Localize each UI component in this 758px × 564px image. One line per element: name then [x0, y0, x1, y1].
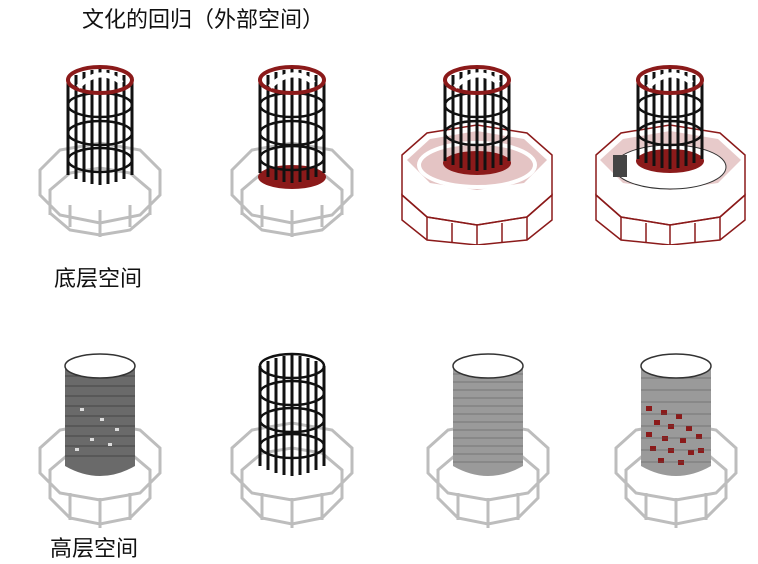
tower-model-6 — [222, 348, 362, 533]
section-label-lower-space: 底层空间 — [54, 267, 143, 292]
tower-model-8 — [606, 348, 746, 533]
tower-model-4 — [588, 55, 753, 245]
tower-model-1 — [30, 55, 170, 240]
page-title: 文化的回归（外部空间） — [82, 8, 325, 33]
tower-model-2 — [222, 55, 362, 240]
section-label-upper-space: 高层空间 — [50, 537, 139, 562]
tower-model-3 — [392, 55, 562, 245]
tower-model-7 — [418, 348, 558, 533]
tower-model-5 — [30, 348, 170, 533]
